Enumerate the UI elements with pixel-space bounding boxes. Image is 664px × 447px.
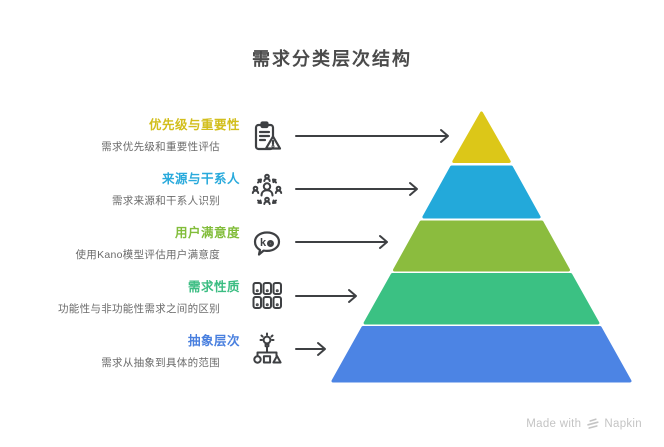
item-description: 功能性与非功能性需求之间的区别 bbox=[58, 303, 220, 315]
item-description: 需求优先级和重要性评估 bbox=[101, 141, 220, 153]
page-title: 需求分类层次结构 bbox=[252, 49, 412, 69]
item-heading: 抽象层次 bbox=[187, 334, 240, 348]
napkin-watermark[interactable]: Made with Napkin bbox=[526, 417, 642, 430]
svg-text:k: k bbox=[260, 237, 267, 249]
item-description: 需求来源和干系人识别 bbox=[112, 195, 220, 207]
watermark-brand: Napkin bbox=[604, 417, 642, 430]
item-heading: 优先级与重要性 bbox=[148, 118, 240, 132]
item-description: 使用Kano模型评估用户满意度 bbox=[75, 249, 220, 261]
list-item-nature: 需求性质 功能性与非功能性需求之间的区别 bbox=[30, 280, 240, 316]
watermark-prefix: Made with bbox=[526, 417, 582, 430]
pyramid-level-1 bbox=[452, 111, 511, 163]
abstraction-tree-icon bbox=[249, 331, 285, 367]
kano-speech-bubble-icon: k bbox=[249, 225, 285, 261]
item-heading: 需求性质 bbox=[187, 280, 240, 294]
list-item-satisfaction: 用户满意度 使用Kano模型评估用户满意度 bbox=[30, 226, 240, 262]
item-heading: 用户满意度 bbox=[174, 226, 240, 240]
requirements-grid-icon bbox=[249, 278, 285, 314]
item-heading: 来源与干系人 bbox=[161, 172, 240, 186]
list-item-abstraction: 抽象层次 需求从抽象到具体的范围 bbox=[30, 334, 240, 370]
list-item-stakeholders: 来源与干系人 需求来源和干系人识别 bbox=[30, 172, 240, 208]
napkin-logo-icon bbox=[587, 418, 599, 429]
item-description: 需求从抽象到具体的范围 bbox=[101, 357, 220, 369]
clipboard-warning-icon bbox=[249, 119, 285, 155]
pyramid-level-3 bbox=[393, 220, 570, 272]
stakeholder-network-icon bbox=[249, 172, 285, 208]
pyramid-level-4 bbox=[363, 273, 600, 325]
list-item-priority: 优先级与重要性 需求优先级和重要性评估 bbox=[30, 118, 240, 154]
pyramid-level-5 bbox=[331, 326, 632, 383]
pyramid-level-2 bbox=[422, 165, 541, 219]
